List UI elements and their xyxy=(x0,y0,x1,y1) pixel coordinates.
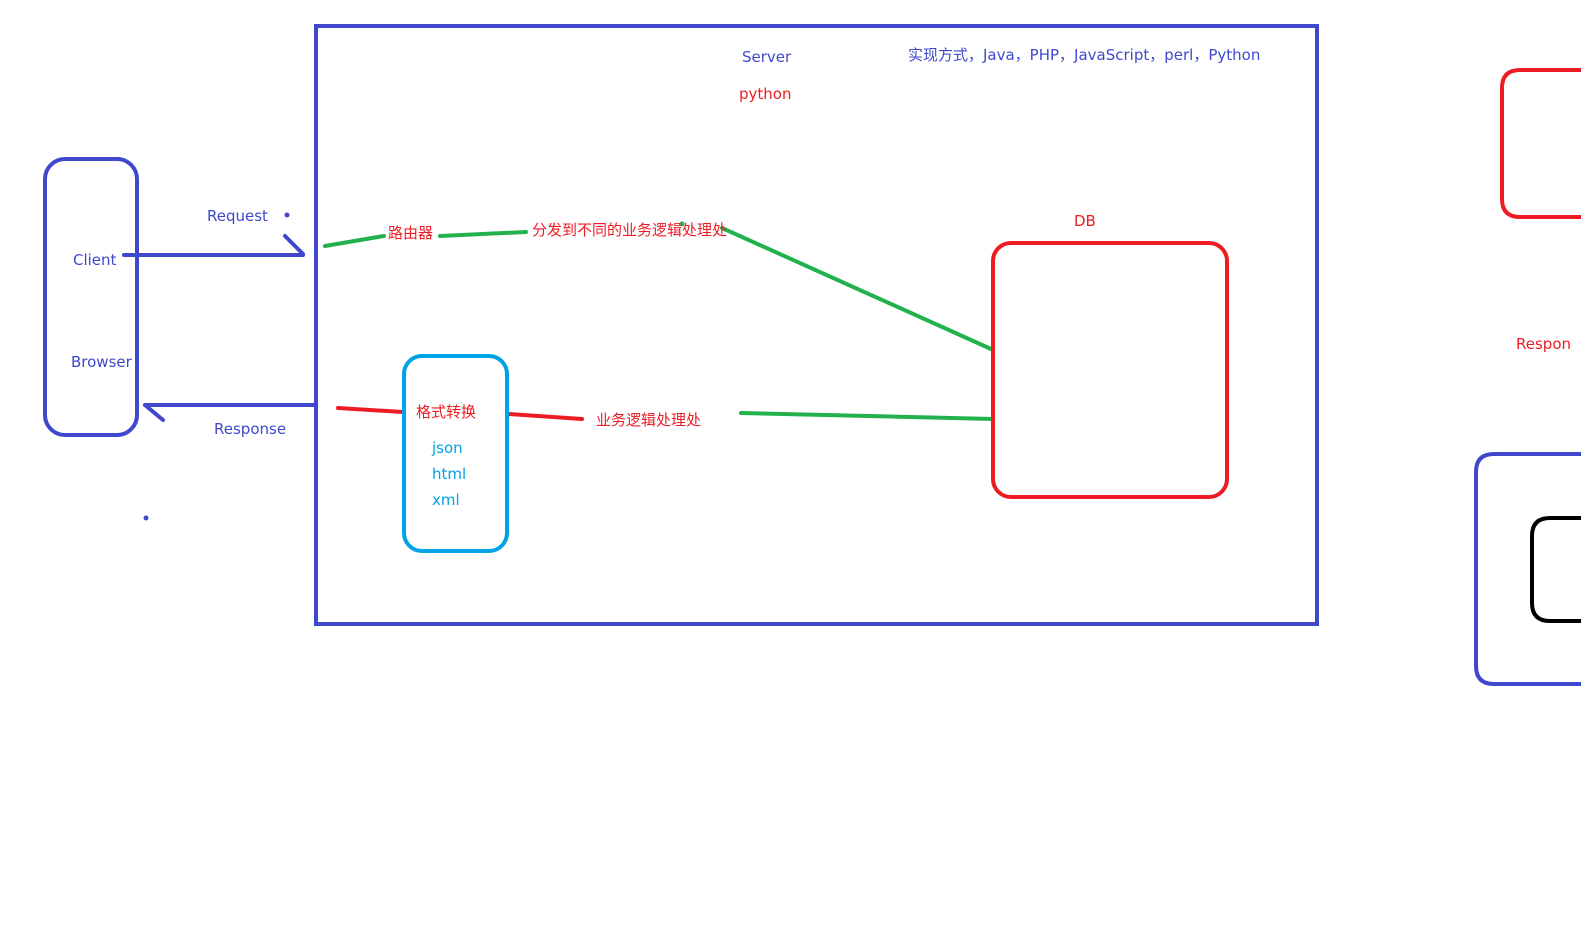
router-flow-lines xyxy=(323,226,995,421)
request-label: Request xyxy=(207,207,268,225)
db-box xyxy=(991,241,1229,499)
client-label: Client xyxy=(73,251,117,269)
stray-dot xyxy=(679,221,685,227)
cutoff-response-label: Respon xyxy=(1516,335,1571,353)
server-language: python xyxy=(739,85,792,103)
cutoff-black-box xyxy=(1530,516,1581,623)
server-title: Server xyxy=(742,48,792,66)
business-logic-label: 业务逻辑处理处 xyxy=(596,411,702,429)
client-box xyxy=(43,157,139,437)
format-flow-lines xyxy=(336,406,584,421)
format-xml: xml xyxy=(432,491,460,509)
stray-dot xyxy=(143,515,149,521)
dispatch-label: 分发到不同的业务逻辑处理处 xyxy=(532,221,728,239)
implementations-label: 实现方式，Java，PHP，JavaScript，perl，Python xyxy=(908,46,1261,64)
browser-label: Browser xyxy=(71,353,132,371)
format-html: html xyxy=(432,465,467,483)
response-arrow xyxy=(143,403,318,422)
cutoff-red-box xyxy=(1500,68,1581,219)
format-json: json xyxy=(432,439,463,457)
server-box xyxy=(314,24,1319,626)
response-label: Response xyxy=(214,420,287,438)
db-label: DB xyxy=(1074,212,1096,230)
cutoff-blue-box xyxy=(1474,452,1581,686)
format-box xyxy=(402,354,509,553)
format-box-title: 格式转换 xyxy=(416,403,477,421)
request-arrow xyxy=(122,234,305,257)
stray-dot xyxy=(284,212,290,218)
router-label: 路由器 xyxy=(388,224,434,242)
